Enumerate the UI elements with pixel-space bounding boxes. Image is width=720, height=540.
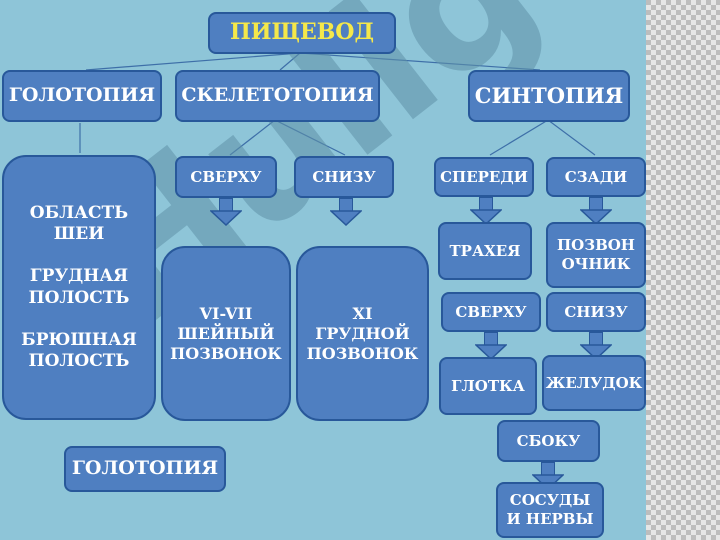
arrow-down-icon — [330, 198, 362, 226]
holotopia-node: ГОЛОТОПИЯ — [2, 70, 162, 122]
trachea-node: ТРАХЕЯ — [438, 222, 532, 280]
skel-bottom-value-node: XI ГРУДНОЙ ПОЗВОНОК — [296, 246, 429, 421]
arrow-down-icon — [470, 197, 502, 225]
arrow-down-icon — [580, 332, 612, 360]
syntopia-node: СИНТОПИЯ — [468, 70, 630, 122]
syn-top-node: СВЕРХУ — [441, 292, 541, 332]
slide: Huligt24 ПИЩЕВОД ГОЛОТОПИЯ СКЕЛЕТОТОПИЯ … — [0, 0, 646, 540]
arrow-down-icon — [475, 332, 507, 360]
vessels-node: СОСУДЫ И НЕРВЫ — [496, 482, 604, 538]
skel-bottom-node: СНИЗУ — [294, 156, 394, 198]
skel-top-value-node: VI-VII ШЕЙНЫЙ ПОЗВОНОК — [161, 246, 291, 421]
behind-node: СЗАДИ — [546, 157, 646, 197]
connector-lines — [79, 52, 596, 156]
regions-node: ОБЛАСТЬ ШЕИ ГРУДНАЯ ПОЛОСТЬ БРЮШНАЯ ПОЛО… — [2, 155, 156, 420]
front-node: СПЕРЕДИ — [434, 157, 534, 197]
skeletotopia-node: СКЕЛЕТОТОПИЯ — [175, 70, 380, 122]
spine-node: ПОЗВОН ОЧНИК — [546, 222, 646, 288]
checkered-edge — [646, 0, 720, 540]
skel-top-node: СВЕРХУ — [175, 156, 277, 198]
pharynx-node: ГЛОТКА — [439, 357, 537, 415]
side-node: СБОКУ — [497, 420, 600, 462]
holotopia-bottom-node: ГОЛОТОПИЯ — [64, 446, 226, 492]
esophagus-node: ПИЩЕВОД — [208, 12, 396, 54]
arrow-down-icon — [580, 197, 612, 225]
stomach-node: ЖЕЛУДОК — [542, 355, 646, 411]
syn-bottom-node: СНИЗУ — [546, 292, 646, 332]
arrow-down-icon — [210, 198, 242, 226]
